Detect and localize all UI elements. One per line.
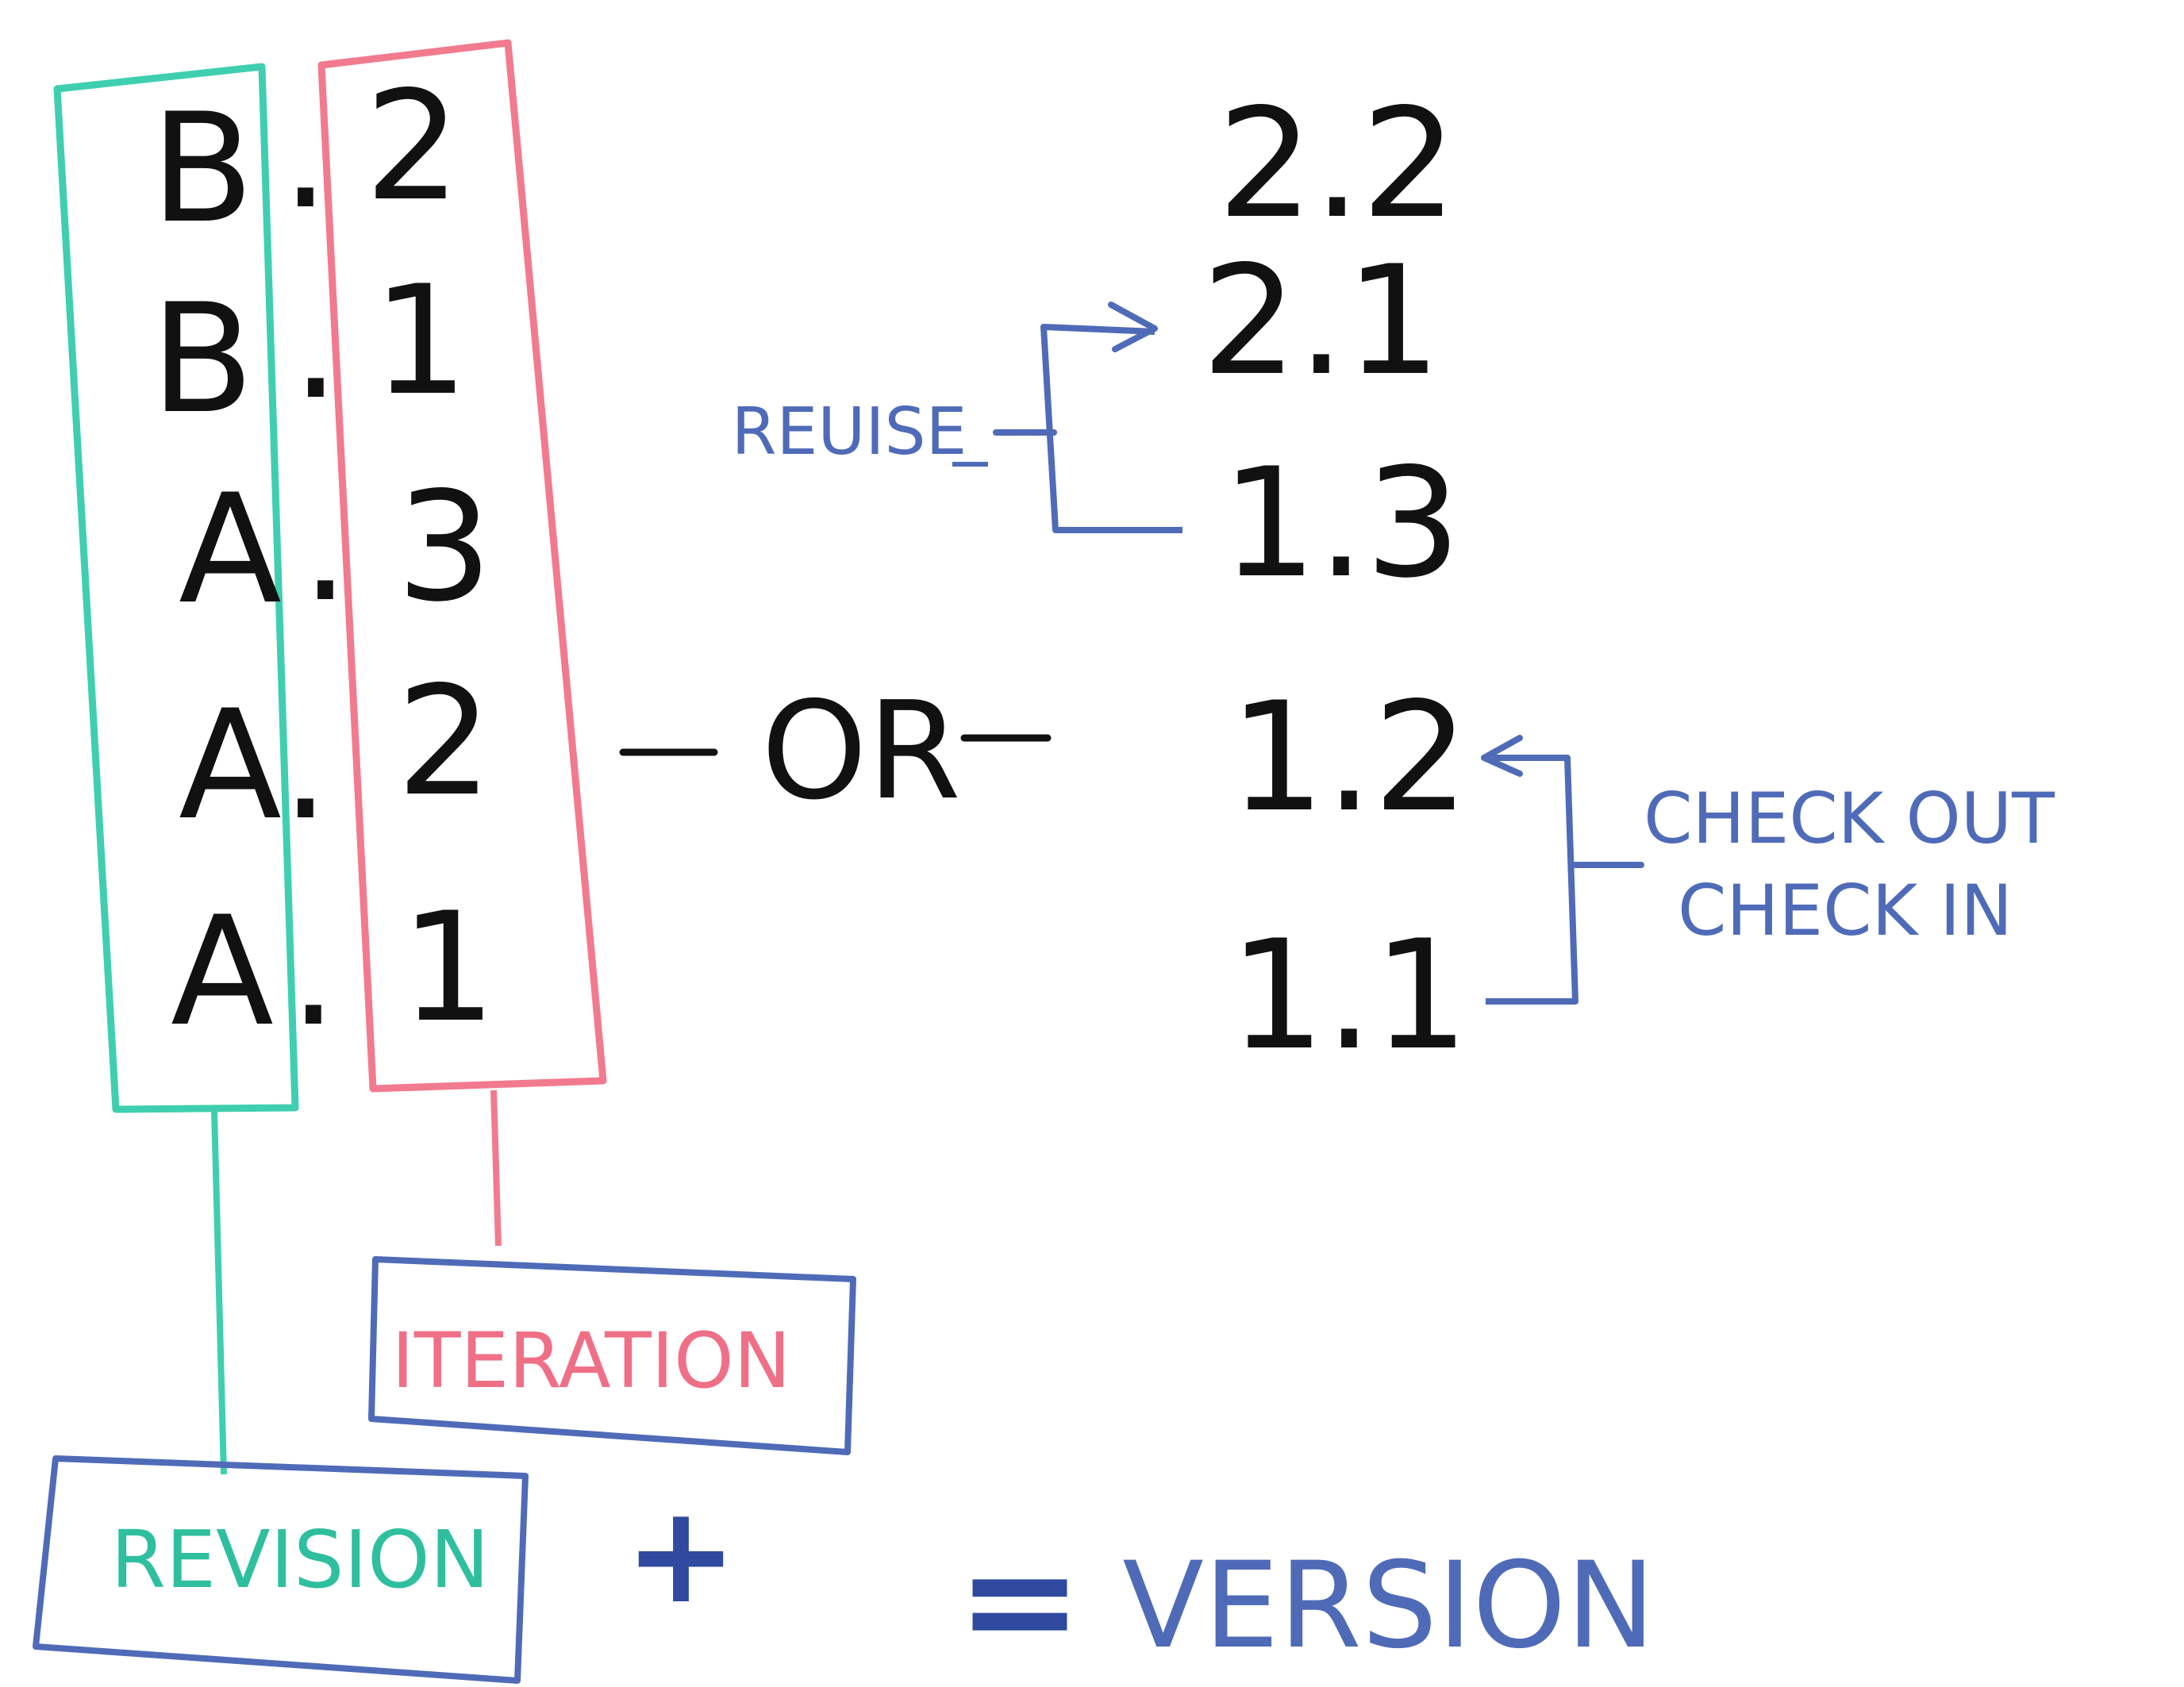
iteration-box bbox=[368, 1256, 856, 1455]
iteration-digit: 3 bbox=[397, 459, 493, 635]
separator-dot: . bbox=[282, 67, 329, 242]
reuse-arrowhead bbox=[1108, 302, 1158, 352]
separator-dots: . . . . . bbox=[282, 67, 349, 1059]
revision-letter: B bbox=[151, 271, 254, 447]
checkout-arrowhead bbox=[1481, 735, 1523, 777]
version-list: 2.2 2.1 1.3 1.2 1.1 bbox=[1202, 76, 1469, 1083]
plus-sign: + bbox=[625, 1477, 737, 1634]
iteration-digit: 1 bbox=[401, 880, 497, 1055]
equals-sign: = bbox=[956, 1512, 1082, 1687]
check-out-label: CHECK OUT bbox=[1644, 778, 2055, 859]
revision-letter: A bbox=[179, 678, 282, 853]
separator-dot: . bbox=[282, 678, 329, 853]
version-item: 1.3 bbox=[1221, 436, 1461, 611]
or-label: OR bbox=[761, 673, 961, 830]
revision-box bbox=[33, 1455, 529, 1684]
version-item: 2.2 bbox=[1217, 76, 1457, 252]
revision-letter: A bbox=[179, 462, 282, 637]
revision-letters: B B A A A bbox=[151, 81, 282, 1059]
separator-dot: . bbox=[290, 884, 337, 1059]
iteration-digit: 2 bbox=[365, 59, 461, 234]
iteration-digit: 2 bbox=[397, 654, 493, 829]
version-result: VERSION bbox=[1122, 1537, 1655, 1675]
version-item: 2.1 bbox=[1202, 233, 1441, 409]
revision-label: REVISION bbox=[110, 1513, 489, 1606]
iteration-column-outline bbox=[317, 39, 607, 1093]
separator-dot: . bbox=[292, 257, 340, 432]
reuse-label: REUISE bbox=[732, 394, 967, 470]
revision-stem bbox=[211, 1110, 227, 1475]
iteration-label: ITERATION bbox=[392, 1316, 791, 1405]
checkout-bracket bbox=[1486, 755, 1578, 1005]
revision-column-outline bbox=[53, 63, 299, 1113]
iteration-stem bbox=[490, 1089, 502, 1247]
iteration-digit: 1 bbox=[373, 253, 469, 428]
version-item: 1.1 bbox=[1229, 908, 1469, 1083]
revision-letter: A bbox=[171, 884, 274, 1059]
version-item: 1.2 bbox=[1229, 670, 1469, 845]
revision-letter: B bbox=[151, 81, 254, 256]
separator-dot: . bbox=[302, 459, 349, 635]
reuse-bracket bbox=[1040, 324, 1182, 533]
check-in-label: CHECK IN bbox=[1678, 870, 2013, 951]
iteration-digits: 2 1 3 2 1 bbox=[365, 59, 497, 1055]
